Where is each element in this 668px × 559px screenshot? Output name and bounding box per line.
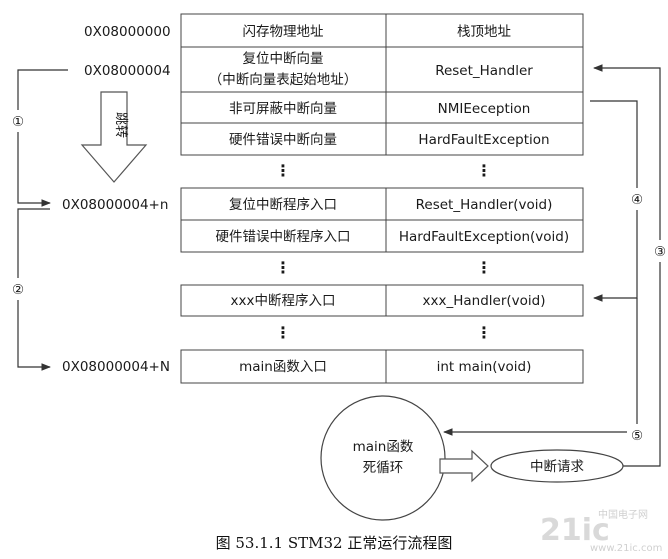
program-row2-left: xxx中断程序入口 xyxy=(231,293,336,309)
program-row0-right: Reset_Handler(void) xyxy=(416,197,553,213)
main-loop-node: main函数 死循环 xyxy=(320,395,446,521)
vector-row1-left-line2: （中断向量表起始地址） xyxy=(209,72,358,88)
vector-row0-right: 栈顶地址 xyxy=(457,24,511,40)
watermark-url: www.21ic.com xyxy=(590,543,662,554)
main-loop-line2: 死循环 xyxy=(363,460,404,476)
program-table-xxx-row xyxy=(180,284,584,317)
interrupt-request-label: 中断请求 xyxy=(530,459,584,475)
vector-table xyxy=(180,13,584,156)
vector-row3-left: 硬件错误中断向量 xyxy=(229,132,337,148)
addr-base: 0X08000000 xyxy=(84,24,171,40)
figure-caption: 图 53.1.1 STM32 正常运行流程图 xyxy=(216,534,453,552)
program-table-block1 xyxy=(180,187,584,253)
addr-main-entry: 0X08000004+N xyxy=(62,359,170,375)
vector-row0-left: 闪存物理地址 xyxy=(243,24,324,40)
program-row3-left: main函数入口 xyxy=(239,359,327,375)
vector-row2-right: NMIEeception xyxy=(438,101,531,117)
program-xxx-frame xyxy=(180,284,584,317)
interrupt-request-node: 中断请求 xyxy=(490,449,624,483)
step2-marker: ② xyxy=(12,282,24,298)
program-row3-right: int main(void) xyxy=(437,359,532,375)
step3-marker: ③ xyxy=(654,244,666,260)
addr-reset-vector: 0X08000004 xyxy=(84,63,171,79)
jump-label: 跳转 xyxy=(113,112,128,138)
jump-arrow: 跳转 xyxy=(80,91,148,183)
step4-marker: ④ xyxy=(631,192,643,208)
watermark-main: 21ic xyxy=(540,513,610,548)
connector-step1 xyxy=(17,69,68,207)
vector-table-frame xyxy=(180,13,584,156)
trigger-arrow xyxy=(439,449,489,483)
addr-handler-n: 0X08000004+n xyxy=(62,197,168,213)
vector-row1-left-line1: 复位中断向量 xyxy=(243,50,324,67)
ellipsis-1-right: ⋮ xyxy=(476,161,492,180)
ellipsis-2-left: ⋮ xyxy=(275,258,291,277)
watermark-sub: 中国电子网 xyxy=(598,508,648,521)
ellipsis-3-right: ⋮ xyxy=(476,323,492,342)
vector-row1-right: Reset_Handler xyxy=(435,63,533,79)
step-markers: ① ② ③ ④ ⑤ xyxy=(8,110,668,446)
ellipsis-2-right: ⋮ xyxy=(476,258,492,277)
vector-row3-right: HardFaultException xyxy=(418,132,549,148)
program-row2-right: xxx_Handler(void) xyxy=(423,293,546,309)
program-main-frame xyxy=(180,349,584,384)
step1-marker: ① xyxy=(12,114,24,130)
connectors xyxy=(17,64,661,467)
program-table-main-row xyxy=(180,349,584,384)
program-row1-right: HardFaultException(void) xyxy=(399,229,569,245)
main-loop-line1: main函数 xyxy=(353,439,414,455)
watermark: 21ic 中国电子网 www.21ic.com xyxy=(540,508,662,554)
program-row1-left: 硬件错误中断程序入口 xyxy=(216,229,351,245)
step5-marker: ⑤ xyxy=(631,428,643,444)
vector-row2-left: 非可屏蔽中断向量 xyxy=(229,101,337,117)
ellipsis-1-left: ⋮ xyxy=(275,161,291,180)
program-row0-left: 复位中断程序入口 xyxy=(229,196,337,213)
ellipsis-3-left: ⋮ xyxy=(275,323,291,342)
connector-step3 xyxy=(593,64,661,467)
